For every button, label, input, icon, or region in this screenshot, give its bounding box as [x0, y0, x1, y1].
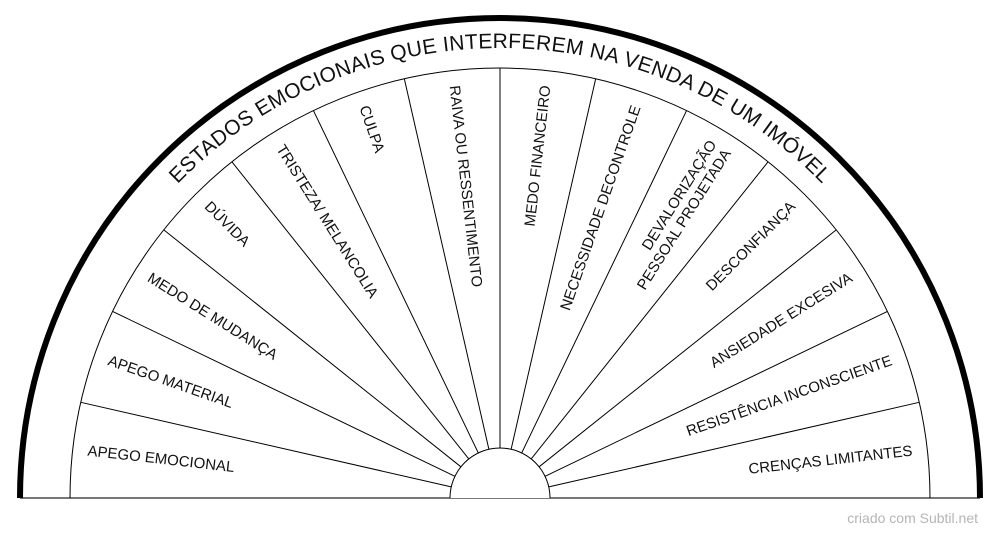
center-arc	[449, 447, 551, 499]
sector-label: ANSIEDADE EXCESIVA	[707, 270, 856, 372]
sector-divider	[312, 110, 479, 454]
sector-label-text: DESCONFIANÇA	[703, 198, 799, 294]
outer-arc	[17, 15, 983, 499]
sector-divider	[163, 229, 462, 468]
sector-divider	[80, 401, 452, 488]
sector-label: DESCONFIANÇA	[703, 198, 799, 294]
sector-label-text: RAIVA OU RESSENTIMENTO	[446, 85, 486, 288]
sector-label-text: MEDO FINANCEIRO	[522, 85, 555, 228]
sector-label: TRISTEZA/ MELANCOLIA	[272, 142, 381, 301]
sector-label-text: DÚVIDA	[201, 198, 253, 250]
sector-label: DÚVIDA	[201, 198, 253, 250]
sector-label: RAIVA OU RESSENTIMENTO	[446, 85, 486, 288]
sector-label-text: TRISTEZA/ MELANCOLIA	[272, 142, 381, 301]
sector-divider	[403, 78, 490, 450]
sector-label: CULPA	[355, 103, 387, 155]
watermark: criado com Subtil.net	[847, 510, 978, 526]
sector-lines	[17, 15, 983, 499]
sector-divider	[112, 310, 456, 477]
sector-label-text: NECESSIDADE DECONTROLE	[557, 103, 644, 312]
sector-label-text: APEGO EMOCIONAL	[87, 443, 236, 476]
sector-divider	[231, 161, 470, 460]
sector-label: MEDO FINANCEIRO	[522, 85, 555, 228]
sector-label-text: CULPA	[355, 103, 387, 155]
sector-label: MEDO DE MUDANÇA	[144, 270, 280, 364]
sector-label-text: CRENÇAS LIMITANTES	[748, 443, 914, 478]
sector-divider	[510, 78, 597, 450]
sector-divider	[521, 110, 688, 454]
sector-label: CRENÇAS LIMITANTES	[748, 443, 914, 478]
sector-divider	[548, 401, 920, 488]
sector-divider	[544, 310, 888, 477]
sector-label-text: MEDO DE MUDANÇA	[144, 270, 280, 364]
sector-label: NECESSIDADE DECONTROLE	[557, 103, 644, 312]
sector-divider	[530, 161, 769, 460]
sector-divider	[538, 229, 837, 468]
sector-label-text: ANSIEDADE EXCESIVA	[707, 270, 856, 372]
sector-label: APEGO EMOCIONAL	[87, 443, 236, 476]
